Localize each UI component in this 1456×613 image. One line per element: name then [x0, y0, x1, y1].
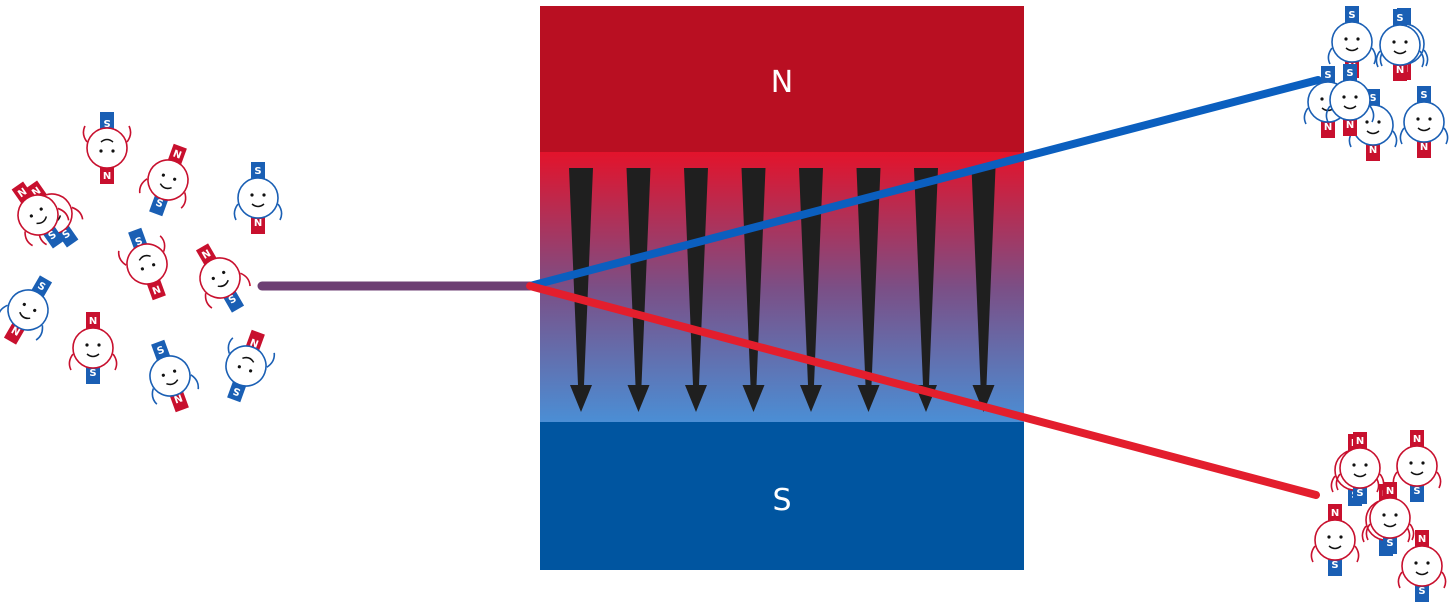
particle-bottom-tag: N	[1369, 145, 1377, 156]
magnetic-particle: SN	[233, 162, 283, 234]
magnetic-particle: SN	[1375, 9, 1425, 81]
magnetic-particle: SN	[219, 329, 276, 403]
magnetic-particle: NS	[9, 181, 70, 249]
particle-top-tag: S	[156, 345, 167, 358]
particle-bottom-tag: S	[1413, 486, 1420, 497]
particle-bottom-tag: N	[1346, 120, 1354, 131]
particle-top-tag: S	[1369, 93, 1376, 104]
particle-top-tag: S	[1396, 13, 1403, 24]
particle-beams	[257, 76, 1322, 499]
south-pole	[540, 422, 1024, 570]
particle-top-tag: N	[1356, 436, 1364, 447]
magnetic-particle: NS	[1310, 504, 1360, 576]
south-pole-label: S	[772, 483, 791, 518]
particle-top-tag: N	[103, 169, 111, 180]
particle-bottom-tag: N	[254, 218, 262, 229]
particle-bottom-tag: N	[1420, 142, 1428, 153]
particle-top-tag: S	[254, 166, 261, 177]
particle-top-tag: N	[171, 148, 183, 161]
deflected-down-particle-group: NSNSNSNSNSNSNS	[1310, 430, 1447, 602]
particle-bottom-tag: S	[89, 368, 96, 379]
particle-top-tag: S	[1420, 90, 1427, 101]
particle-top-tag: S	[232, 385, 243, 398]
particle-bottom-tag: S	[227, 294, 239, 307]
smiley-face-icon	[191, 249, 249, 307]
particle-top-tag: N	[1386, 486, 1394, 497]
magnetic-particle: NS	[1335, 432, 1385, 504]
magnetic-particle: NS	[68, 312, 118, 384]
magnet: N S	[540, 6, 1024, 570]
particle-bottom-tag: S	[1331, 560, 1338, 571]
magnetic-particle: NS	[138, 143, 195, 217]
particle-bottom-tag: S	[1418, 586, 1425, 597]
particle-top-tag: N	[1331, 508, 1339, 519]
field-arrow	[799, 168, 823, 412]
magnetic-particle: NS	[1397, 530, 1447, 602]
field-arrow	[626, 168, 651, 412]
magnetic-particle: NS	[191, 243, 251, 313]
particle-bottom-tag: N	[173, 393, 185, 406]
magnetic-particle: NS	[117, 227, 174, 301]
particle-top-tag: N	[1418, 534, 1426, 545]
spin-down-beam	[526, 282, 1320, 499]
magnetic-particle: SN	[0, 275, 57, 345]
field-arrow	[971, 168, 996, 412]
magnetic-particle: NS	[82, 112, 132, 184]
magnetic-particle: NS	[1392, 430, 1442, 502]
particle-bottom-tag: N	[249, 335, 261, 348]
particle-bottom-tag: S	[1386, 538, 1393, 549]
field-arrow	[856, 168, 881, 412]
particle-bottom-tag: N	[1396, 65, 1404, 76]
field-arrow	[914, 168, 938, 412]
north-pole-label: N	[771, 65, 793, 100]
particle-bottom-tag: S	[1356, 488, 1363, 499]
magnetic-particle: NS	[1365, 482, 1415, 554]
magnetic-particle: SN	[143, 339, 200, 413]
particle-top-tag: S	[1348, 10, 1355, 21]
particle-top-tag: N	[89, 316, 97, 327]
deflected-up-particle-group: SNSNSNSNSNSNSN	[1303, 6, 1449, 161]
magnetic-particle: SN	[1399, 86, 1449, 158]
particle-bottom-tag: S	[154, 198, 165, 211]
field-gap	[540, 152, 1024, 424]
field-arrow	[569, 168, 593, 412]
particle-bottom-tag: N	[1324, 122, 1332, 133]
particle-bottom-tag: S	[103, 117, 110, 128]
particle-top-tag: N	[150, 282, 162, 295]
magnetic-particle: SN	[1325, 64, 1375, 136]
particle-top-tag: S	[1346, 68, 1353, 79]
particle-top-tag: S	[35, 280, 47, 293]
particle-top-tag: S	[1324, 70, 1331, 81]
field-arrow	[684, 168, 708, 412]
spin-up-beam	[526, 76, 1322, 290]
particle-top-tag: N	[1413, 434, 1421, 445]
particle-bottom-tag: S	[133, 234, 144, 247]
north-pole	[540, 6, 1024, 154]
